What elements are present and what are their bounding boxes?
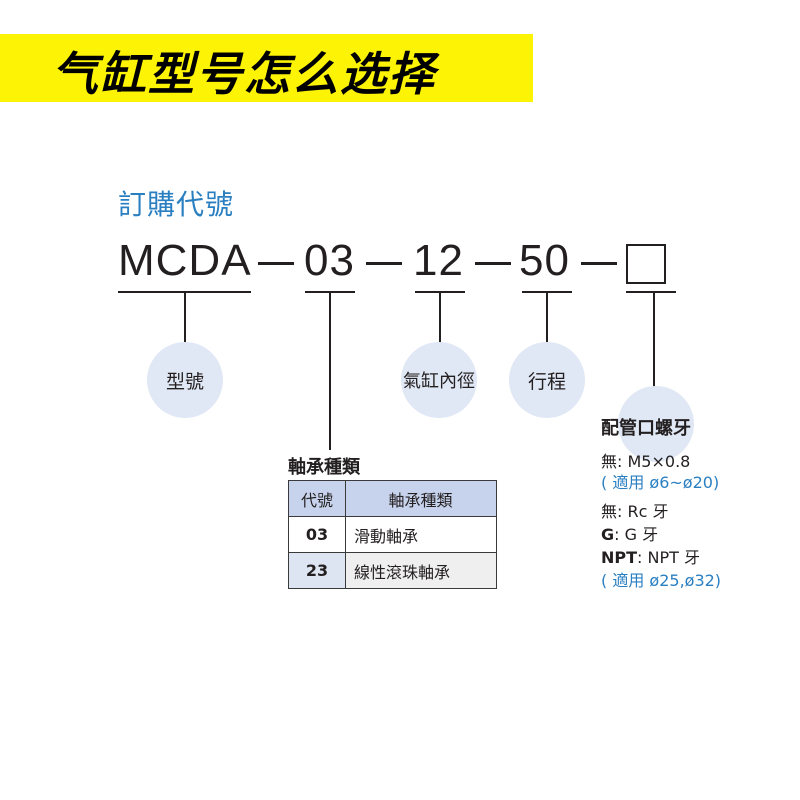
table-header-row: 代號 軸承種類 <box>288 480 497 517</box>
thread-value: : M5×0.8 <box>617 452 691 471</box>
header-type: 軸承種類 <box>345 480 497 517</box>
thread-key: NPT <box>601 548 638 567</box>
code-bore: 12 <box>413 236 464 285</box>
bore-label: 氣缸內徑 <box>403 371 475 392</box>
bearing-type-title: 軸承種類 <box>288 457 360 478</box>
connector-thread <box>653 292 655 390</box>
stroke-bubble: 行程 <box>509 342 585 418</box>
order-code-title: 訂購代號 <box>118 188 235 221</box>
model-label: 型號 <box>165 370 204 393</box>
underline-thread <box>626 291 676 293</box>
thread-note-large: ( 適用 ø25,ø32) <box>601 571 722 590</box>
code-dash <box>258 262 294 265</box>
thread-option-npt: NPT: NPT 牙 <box>601 544 700 568</box>
code-dash <box>366 262 402 265</box>
banner-title: 气缸型号怎么选择 <box>52 47 436 101</box>
row-code: 03 <box>288 516 346 553</box>
table-row: 23 線性滾珠軸承 <box>288 552 497 589</box>
code-dash <box>581 262 617 265</box>
row-type: 滑動軸承 <box>345 516 497 553</box>
code-bearing: 03 <box>304 236 355 285</box>
row-type: 線性滾珠軸承 <box>345 552 497 589</box>
table-row: 03 滑動軸承 <box>288 516 497 553</box>
code-stroke: 50 <box>519 236 570 285</box>
thread-value: : G 牙 <box>614 525 659 544</box>
thread-key: G <box>601 525 615 544</box>
thread-value: : NPT 牙 <box>637 548 700 567</box>
thread-key: 無 <box>601 502 618 521</box>
thread-bubble <box>618 386 694 462</box>
thread-option-m5: 無: M5×0.8 <box>601 448 690 472</box>
code-thread-placeholder-box <box>626 244 666 284</box>
thread-option-g: G: G 牙 <box>601 521 658 545</box>
thread-note-small: ( 適用 ø6~ø20) <box>601 473 720 492</box>
model-bubble: 型號 <box>147 342 223 418</box>
stroke-label: 行程 <box>527 370 566 393</box>
connector-stroke <box>546 292 548 344</box>
port-thread-title: 配管口螺牙 <box>601 418 691 439</box>
connector-bore <box>439 292 441 344</box>
title-banner <box>0 34 533 102</box>
connector-model <box>184 292 186 344</box>
thread-value: : Rc 牙 <box>617 502 669 521</box>
code-series: MCDA <box>118 236 252 285</box>
header-code: 代號 <box>288 480 346 517</box>
code-dash <box>475 262 511 265</box>
thread-option-rc: 無: Rc 牙 <box>601 498 669 522</box>
connector-bearing <box>329 292 331 450</box>
row-code: 23 <box>288 552 346 589</box>
thread-key: 無 <box>601 452 618 471</box>
bore-bubble: 氣缸內徑 <box>401 342 477 418</box>
bearing-type-table: 代號 軸承種類 03 滑動軸承 23 線性滾珠軸承 <box>288 480 497 589</box>
